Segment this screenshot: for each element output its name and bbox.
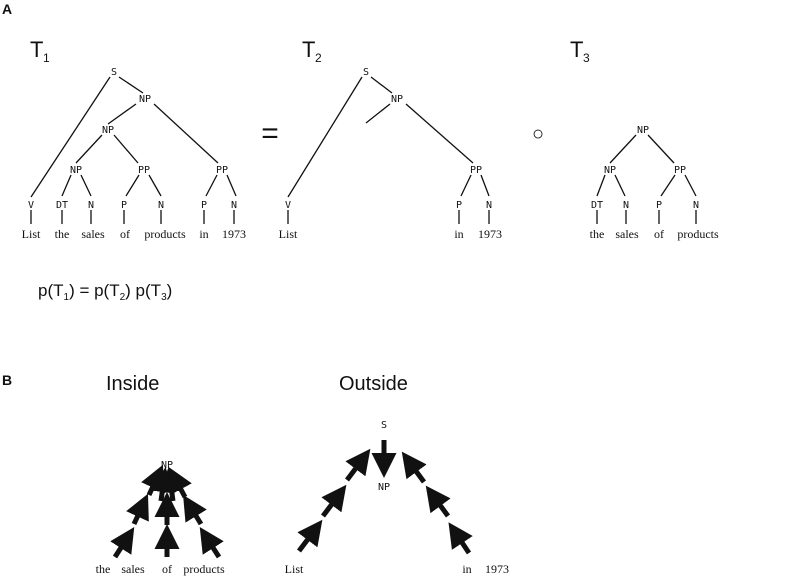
arrow-up-right-icon: [297, 519, 323, 553]
arrow-up-right-icon: [126, 493, 149, 526]
outside-title: Outside: [339, 373, 408, 395]
inside-word: of: [162, 562, 172, 576]
inside-word: sales: [121, 562, 145, 576]
t2-node-p: P: [456, 200, 462, 211]
arrow-up-right-icon: [110, 527, 135, 559]
t1-title: T 1: [30, 37, 50, 65]
tree-t2-edges: [287, 76, 490, 224]
t1-node-p1: P: [121, 200, 127, 211]
inside-title: Inside: [106, 373, 159, 395]
t3-node-n2: N: [693, 200, 699, 211]
compose-operator: ○: [532, 123, 544, 145]
svg-text:1: 1: [43, 51, 50, 65]
t1-node-np-top: NP: [139, 94, 151, 105]
panel-b-letter: B: [2, 372, 12, 388]
svg-text:T: T: [302, 37, 315, 62]
svg-text:2: 2: [315, 51, 322, 65]
outside-arrows: [297, 440, 473, 555]
outside-diagram: S NP List in 1973: [285, 420, 509, 576]
t3-title: T 3: [570, 37, 590, 65]
t1-word: in: [199, 227, 208, 241]
inside-diagram: NP the sales of products: [96, 460, 225, 576]
t2-word: 1973: [478, 227, 502, 241]
arrow-up-right-icon: [141, 464, 164, 497]
t2-node-v: V: [285, 200, 291, 211]
outside-node-np: NP: [378, 482, 390, 493]
t1-node-s: S: [111, 67, 117, 78]
t1-node-np-mid: NP: [102, 125, 114, 136]
t1-node-np-low: NP: [70, 165, 82, 176]
t1-word: sales: [81, 227, 105, 241]
t1-word: List: [22, 227, 41, 241]
arrow-up-icon: [159, 467, 185, 502]
outside-word: 1973: [485, 562, 509, 576]
arrow-up-right-icon: [321, 484, 347, 518]
inside-node-np: NP: [161, 460, 173, 471]
t2-title: T 2: [302, 37, 322, 65]
t3-word: the: [590, 227, 605, 241]
t1-node-n1: N: [88, 200, 94, 211]
t2-node-np: NP: [391, 94, 403, 105]
t2-node-s: S: [363, 67, 369, 78]
t3-node-dt: DT: [591, 200, 603, 211]
t1-node-n3: N: [231, 200, 237, 211]
tree-t2: S NP PP V P N List in 1973: [279, 67, 502, 241]
tree-t3-edges: [596, 134, 697, 224]
t1-word: the: [55, 227, 70, 241]
t1-node-n2: N: [158, 200, 164, 211]
arrow-up-right-icon: [345, 448, 371, 482]
t1-node-v: V: [28, 200, 34, 211]
t3-node-np-top: NP: [637, 125, 649, 136]
t1-node-dt: DT: [56, 200, 68, 211]
outside-node-s: S: [381, 420, 387, 431]
arrow-up-left-icon: [425, 485, 451, 518]
svg-text:T: T: [570, 37, 583, 62]
tree-t1: S NP NP NP PP PP V DT N P N P N List the…: [22, 67, 246, 241]
svg-text:T: T: [30, 37, 43, 62]
equals-sign: =: [261, 117, 279, 150]
arrow-up-icon: [149, 467, 175, 502]
t2-node-n: N: [486, 200, 492, 211]
t3-node-np: NP: [604, 165, 616, 176]
t1-word: 1973: [222, 227, 246, 241]
arrow-up-left-icon: [199, 527, 224, 559]
arrow-up-left-icon: [168, 467, 192, 499]
inside-word: the: [96, 562, 111, 576]
t1-node-pp1: PP: [138, 165, 150, 176]
inside-arrows: [110, 464, 224, 559]
probability-formula: p(T1) = p(T2) p(T3): [38, 281, 172, 303]
tree-t1-edges: [30, 76, 237, 224]
t1-word: of: [120, 227, 130, 241]
t3-node-n1: N: [623, 200, 629, 211]
t2-word: List: [279, 227, 298, 241]
outside-word: List: [285, 562, 304, 576]
t3-word: of: [654, 227, 664, 241]
t2-word: in: [454, 227, 463, 241]
inside-word: products: [183, 562, 225, 576]
panel-a-letter: A: [2, 1, 12, 17]
t1-node-pp2: PP: [216, 165, 228, 176]
t3-word: sales: [615, 227, 639, 241]
arrow-up-left-icon: [183, 494, 207, 526]
svg-text:3: 3: [583, 51, 590, 65]
t3-node-pp: PP: [674, 165, 686, 176]
outside-word: in: [462, 562, 471, 576]
arrow-up-left-icon: [401, 451, 427, 484]
t3-word: products: [677, 227, 719, 241]
tree-t3: NP NP PP DT N P N the sales of products: [590, 125, 719, 241]
t1-node-p2: P: [201, 200, 207, 211]
t2-node-pp: PP: [470, 165, 482, 176]
arrow-up-left-icon: [448, 522, 473, 555]
t3-node-p: P: [656, 200, 662, 211]
t1-word: products: [144, 227, 186, 241]
